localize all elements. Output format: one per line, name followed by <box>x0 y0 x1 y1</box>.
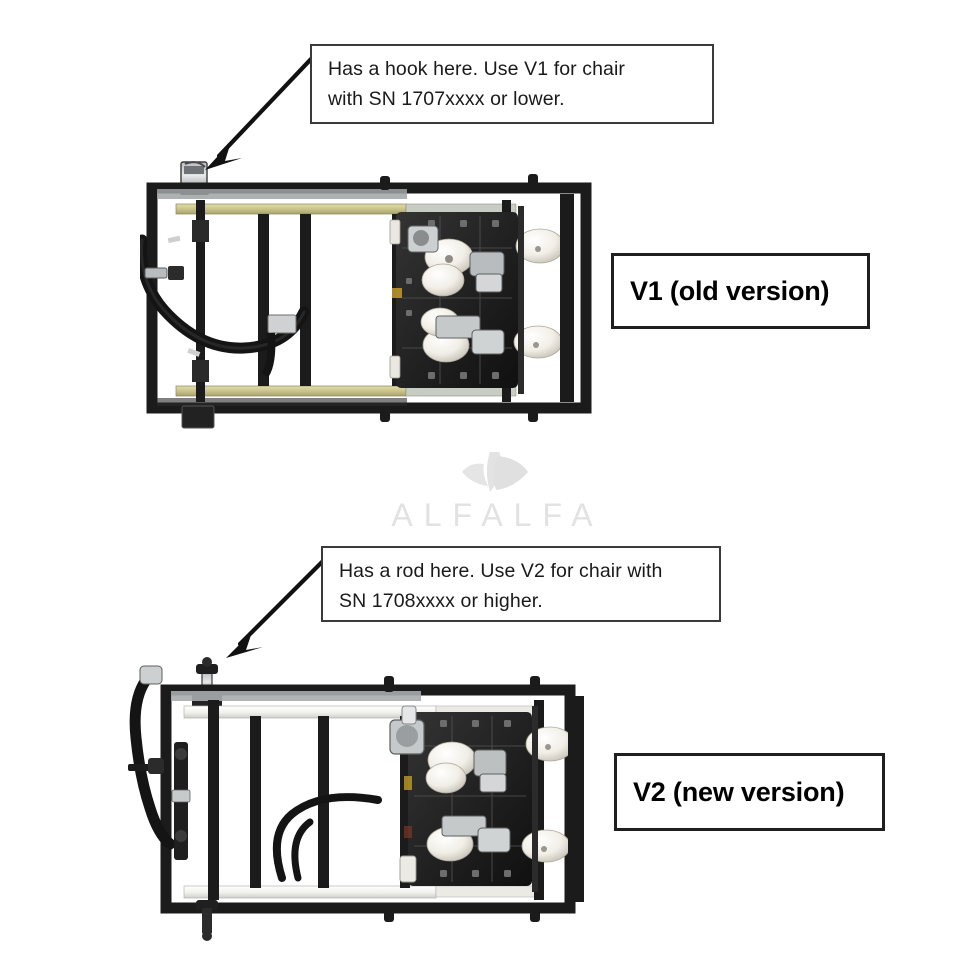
callout-v1-line1: Has a hook here. Use V1 for chair <box>328 58 626 80</box>
roller-assembly-upper-v1 <box>407 225 565 297</box>
mechanism-plate-v2 <box>408 712 532 886</box>
rail-top-v2 <box>183 705 437 719</box>
rail-bottom-v2 <box>183 885 437 899</box>
callout-v2-line1: Has a rod here. Use V2 for chair with <box>339 560 663 582</box>
roller-assembly-lower-v1 <box>420 307 563 363</box>
version-label-v1-text: V1 (old version) <box>630 275 830 306</box>
roller-assembly-upper-v2 <box>425 726 575 794</box>
callout-box-v1: Has a hook here. Use V1 for chair with S… <box>310 44 714 124</box>
arrow-to-hook-icon <box>205 55 315 170</box>
mechanism-photo-v1 <box>140 160 600 452</box>
callout-v2-line2: SN 1708xxxx or higher. <box>339 589 543 612</box>
arrow-to-rod-icon <box>226 555 329 658</box>
rail-top-v1 <box>175 203 407 215</box>
rail-bottom-v1 <box>175 385 407 397</box>
version-label-v1: V1 (old version) <box>611 253 870 329</box>
watermark-text: ALFALFA <box>391 497 604 533</box>
cable-harness-v2 <box>129 674 176 850</box>
version-label-v2-text: V2 (new version) <box>633 776 845 807</box>
mechanism-photo-v2 <box>122 650 588 942</box>
callout-v1-line2: with SN 1707xxxx or lower. <box>328 87 565 110</box>
cable-harness-v1 <box>140 234 310 354</box>
watermark: ALFALFA <box>352 440 632 540</box>
callout-box-v2: Has a rod here. Use V2 for chair with SN… <box>321 546 721 622</box>
version-label-v2: V2 (new version) <box>614 753 885 831</box>
